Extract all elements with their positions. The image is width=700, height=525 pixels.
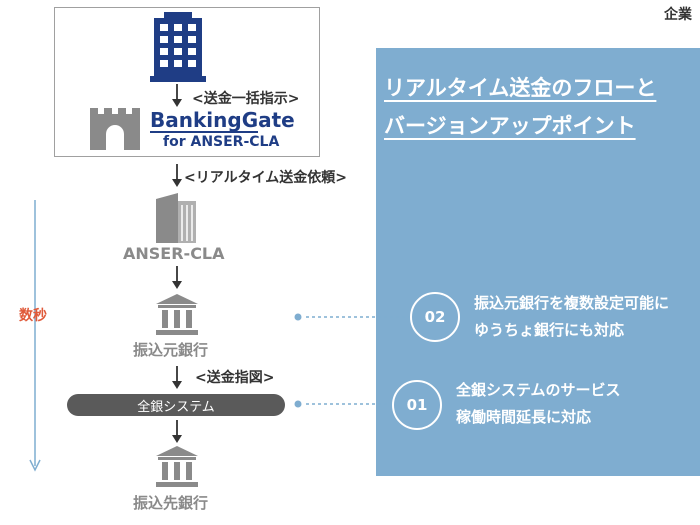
timeline-arrow-icon (29, 200, 41, 472)
point-number-01: 01 (392, 380, 442, 430)
company-label: 企業 (664, 7, 692, 23)
arrow-down-icon (172, 420, 182, 443)
arrow-down-icon (172, 164, 182, 187)
step-realtime-request: <リアルタイム送金依頼> (184, 170, 348, 186)
node-anser: ANSER-CLA (123, 244, 225, 263)
anser-building-icon (156, 193, 196, 243)
point-number-02: 02 (410, 292, 460, 342)
panel-title-line2: バージョンアップポイント (384, 114, 636, 138)
arrow-down-icon (172, 266, 182, 289)
point-01-line2: 稼働時間延長に対応 (456, 408, 592, 426)
panel-title-line1: リアルタイム送金のフローと (384, 76, 657, 100)
castle-gate-icon (90, 108, 140, 150)
zengin-system-pill: 全銀システム (67, 394, 285, 416)
bankinggate-name: BankingGate (150, 108, 295, 132)
office-building-icon (150, 12, 206, 82)
arrow-down-icon (172, 84, 182, 107)
connector-02 (294, 313, 410, 321)
timeline-label: 数秒 (19, 308, 47, 324)
node-source-bank: 振込元銀行 (133, 341, 209, 359)
arrow-down-icon (172, 366, 182, 389)
bank-icon (156, 294, 198, 335)
node-dest-bank: 振込先銀行 (133, 494, 209, 512)
step-transfer-instruction: <送金指図> (195, 370, 275, 386)
connector-01 (294, 400, 392, 408)
point-02-line1: 振込元銀行を複数設定可能に (474, 294, 670, 312)
bankinggate-sub: for ANSER-CLA (163, 134, 280, 150)
step-bulk-instruction: <送金一括指示> (192, 91, 300, 107)
point-01-line1: 全銀システムのサービス (456, 381, 621, 399)
bank-icon (156, 446, 198, 487)
point-02-line2: ゆうちょ銀行にも対応 (474, 321, 625, 339)
bankinggate-divider (150, 131, 258, 133)
